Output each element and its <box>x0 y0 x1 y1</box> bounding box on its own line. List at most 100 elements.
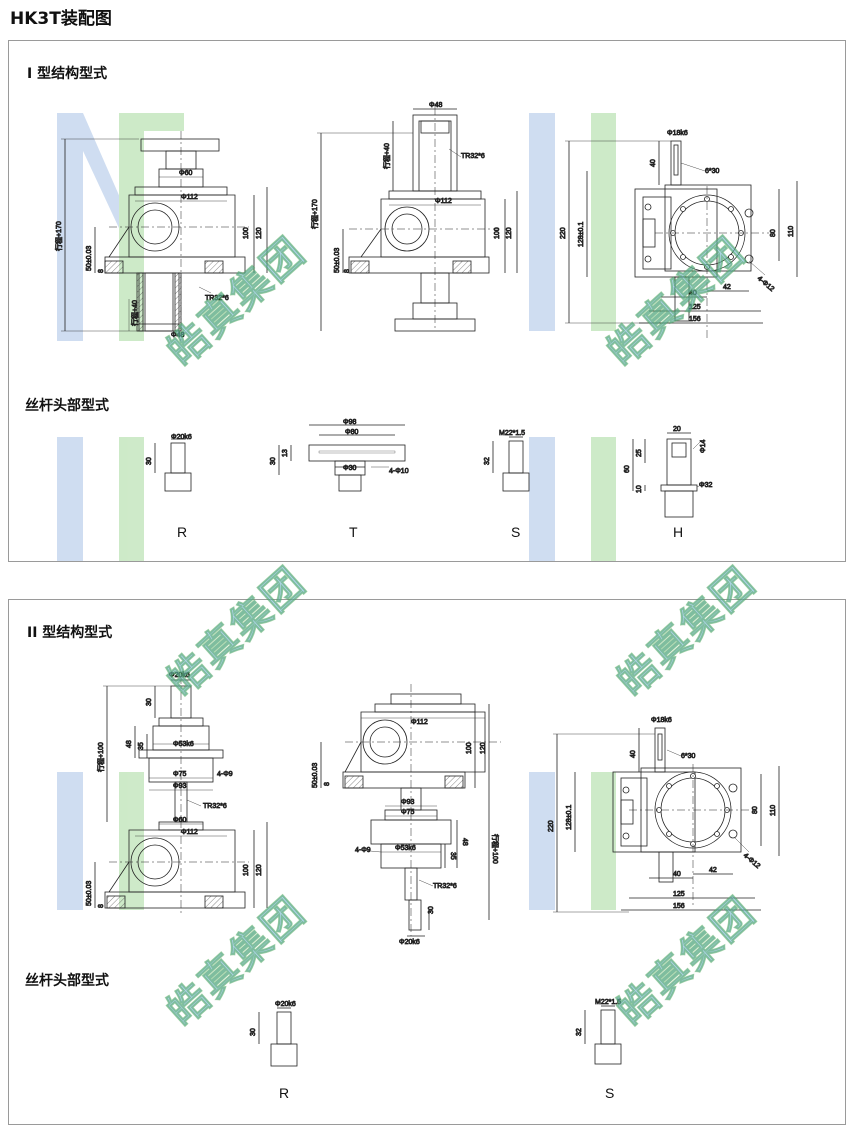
head-R-len: 30 <box>146 457 153 465</box>
dim-phi48-b: Φ48 <box>429 102 442 109</box>
section-title-heads-2: 丝杆头部型式 <box>25 973 109 989</box>
head-R-2: Φ20k6 30 <box>250 1001 298 1067</box>
dim2b-h35: 35 <box>449 852 456 860</box>
head-T-h30: 30 <box>270 457 277 465</box>
head-S-len: 32 <box>484 457 491 465</box>
head-R-dia: Φ20k6 <box>171 434 192 441</box>
head2-label-R: R <box>279 1085 290 1101</box>
dim2-d53: Φ53k6 <box>173 741 194 748</box>
dim-156: 156 <box>689 316 701 323</box>
side-view-2: Φ18k6 6*30 40 220 128±0.1 80 110 4-Φ12 4… <box>548 717 780 913</box>
panel-type-2: II 型结构型式 丝杆头部型式 <box>8 599 846 1125</box>
dim-40-top: 40 <box>650 159 657 167</box>
dim2b-stroke: 行程+100 <box>491 834 500 864</box>
dim2s-220: 220 <box>548 820 555 832</box>
dim2b-holes: 4-Φ9 <box>355 847 371 854</box>
dim2s-156: 156 <box>673 903 685 910</box>
dim-42: 42 <box>723 284 731 291</box>
dim2-shaft: Φ20k6 <box>169 672 190 679</box>
dim-110: 110 <box>788 226 795 237</box>
dim2-h48: 48 <box>126 740 133 748</box>
dim2-l30: 30 <box>146 698 153 706</box>
dim2b-l30: 30 <box>428 906 435 914</box>
dim-holes: 4-Φ12 <box>756 275 776 293</box>
head-T-d80: Φ80 <box>345 429 358 436</box>
head-S-2: M22*1.5 32 <box>576 999 622 1065</box>
section-title-type-1: I 型结构型式 <box>27 66 108 82</box>
dim2-120: 120 <box>256 864 263 876</box>
head-label-R: R <box>177 524 188 540</box>
dim2-d112: Φ112 <box>181 829 198 836</box>
dim-thread: TR32*6 <box>205 295 229 302</box>
head-T-t13: 13 <box>282 449 289 457</box>
dim2s-shaft: Φ18k6 <box>651 717 672 724</box>
dim-keyway: 6*30 <box>705 168 720 175</box>
dim2b-d75: Φ75 <box>401 809 414 816</box>
head-H-1: 20 Φ14 Φ32 25 60 10 <box>624 426 713 518</box>
dim2-h35: 35 <box>138 742 145 750</box>
head-H-d14: Φ14 <box>700 440 707 453</box>
dim-8: 8 <box>98 269 105 273</box>
dim-phi60: Φ60 <box>179 170 192 177</box>
dim2s-keyway: 6*30 <box>681 753 696 760</box>
dim2s-40: 40 <box>673 871 681 878</box>
dim2s-110: 110 <box>770 805 777 816</box>
dim-128: 128±0.1 <box>578 222 585 247</box>
front-view-a-2: Φ20k6 30 Φ53k6 48 35 Φ75 Φ93 4-Φ9 行程+100… <box>86 672 268 916</box>
dim2-100: 100 <box>243 864 250 876</box>
dim-phi112-b: Φ112 <box>435 198 452 205</box>
front-view-b: Φ48 行程+40 行程+170 TR32*6 Φ112 100 120 50±… <box>310 102 518 332</box>
dim2b-d112: Φ112 <box>411 719 428 726</box>
head2-S-thread: M22*1.5 <box>595 999 621 1006</box>
dim2-stroke: 行程+100 <box>96 742 105 772</box>
head-label-H: H <box>673 524 684 540</box>
dim2b-120: 120 <box>480 742 487 754</box>
dim2b-h48: 48 <box>461 838 468 846</box>
head-S-1: M22*1.5 32 <box>484 430 530 492</box>
head-H-h10: 10 <box>636 485 643 493</box>
type-2-drawings: Φ20k6 30 Φ53k6 48 35 Φ75 Φ93 4-Φ9 行程+100… <box>86 672 780 1067</box>
dim2s-holes: 4-Φ12 <box>742 852 762 870</box>
dim2-50: 50±0.03 <box>86 881 93 906</box>
watermark-logo-blocks <box>57 113 616 561</box>
front-view-b-2: Φ112 100 120 50±0.03 8 Φ93 Φ75 4-Φ9 Φ53k… <box>312 684 501 946</box>
dim-stroke-40: 行程+40 <box>130 300 139 326</box>
dim-50: 50±0.03 <box>86 246 93 271</box>
dim2-thread: TR32*6 <box>203 803 227 810</box>
dim2b-8: 8 <box>324 782 331 786</box>
dim-stroke-170-b: 行程+170 <box>310 199 319 229</box>
dim2b-d53: Φ53k6 <box>395 845 416 852</box>
dim-shaft-18k6: Φ18k6 <box>667 130 688 137</box>
dim-120: 120 <box>256 227 263 239</box>
head-label-T: T <box>349 524 358 540</box>
dim-50-b: 50±0.03 <box>334 248 341 273</box>
head-T-holes: 4-Φ10 <box>389 468 409 475</box>
dim-100: 100 <box>243 227 250 239</box>
dim2b-thread: TR32*6 <box>433 883 457 890</box>
dim-8-b: 8 <box>344 269 351 273</box>
dim2-d75: Φ75 <box>173 771 186 778</box>
head-H-w20: 20 <box>673 426 681 433</box>
head-label-S: S <box>511 524 521 540</box>
dim2-8: 8 <box>98 904 105 908</box>
dim2-d60: Φ60 <box>173 817 186 824</box>
dim-100-b: 100 <box>494 227 501 239</box>
dim2s-80: 80 <box>752 806 759 814</box>
dim2b-shaft: Φ20k6 <box>399 939 420 946</box>
dim2-holes: 4-Φ9 <box>217 771 233 778</box>
watermark-logo-blocks-2 <box>57 772 616 910</box>
head-H-d32: Φ32 <box>699 482 712 489</box>
panel-type-1: I 型结构型式 丝杆头部型式 <box>8 40 846 562</box>
dim-40-bottom: 40 <box>689 290 697 297</box>
dim-stroke-40-b: 行程+40 <box>382 143 391 169</box>
dim2s-40-top: 40 <box>630 750 637 758</box>
dim2b-50: 50±0.03 <box>312 763 319 788</box>
dim2s-42: 42 <box>709 867 717 874</box>
dim-thread-b: TR32*6 <box>461 153 485 160</box>
head-T-d30: Φ30 <box>343 465 356 472</box>
section-title-type-2: II 型结构型式 <box>27 625 113 641</box>
dim2s-125: 125 <box>673 891 685 898</box>
head-T-1: Φ98 Φ80 Φ30 30 13 4-Φ10 <box>270 419 409 492</box>
dim2-d93: Φ93 <box>173 783 186 790</box>
head-T-d98: Φ98 <box>343 419 356 426</box>
